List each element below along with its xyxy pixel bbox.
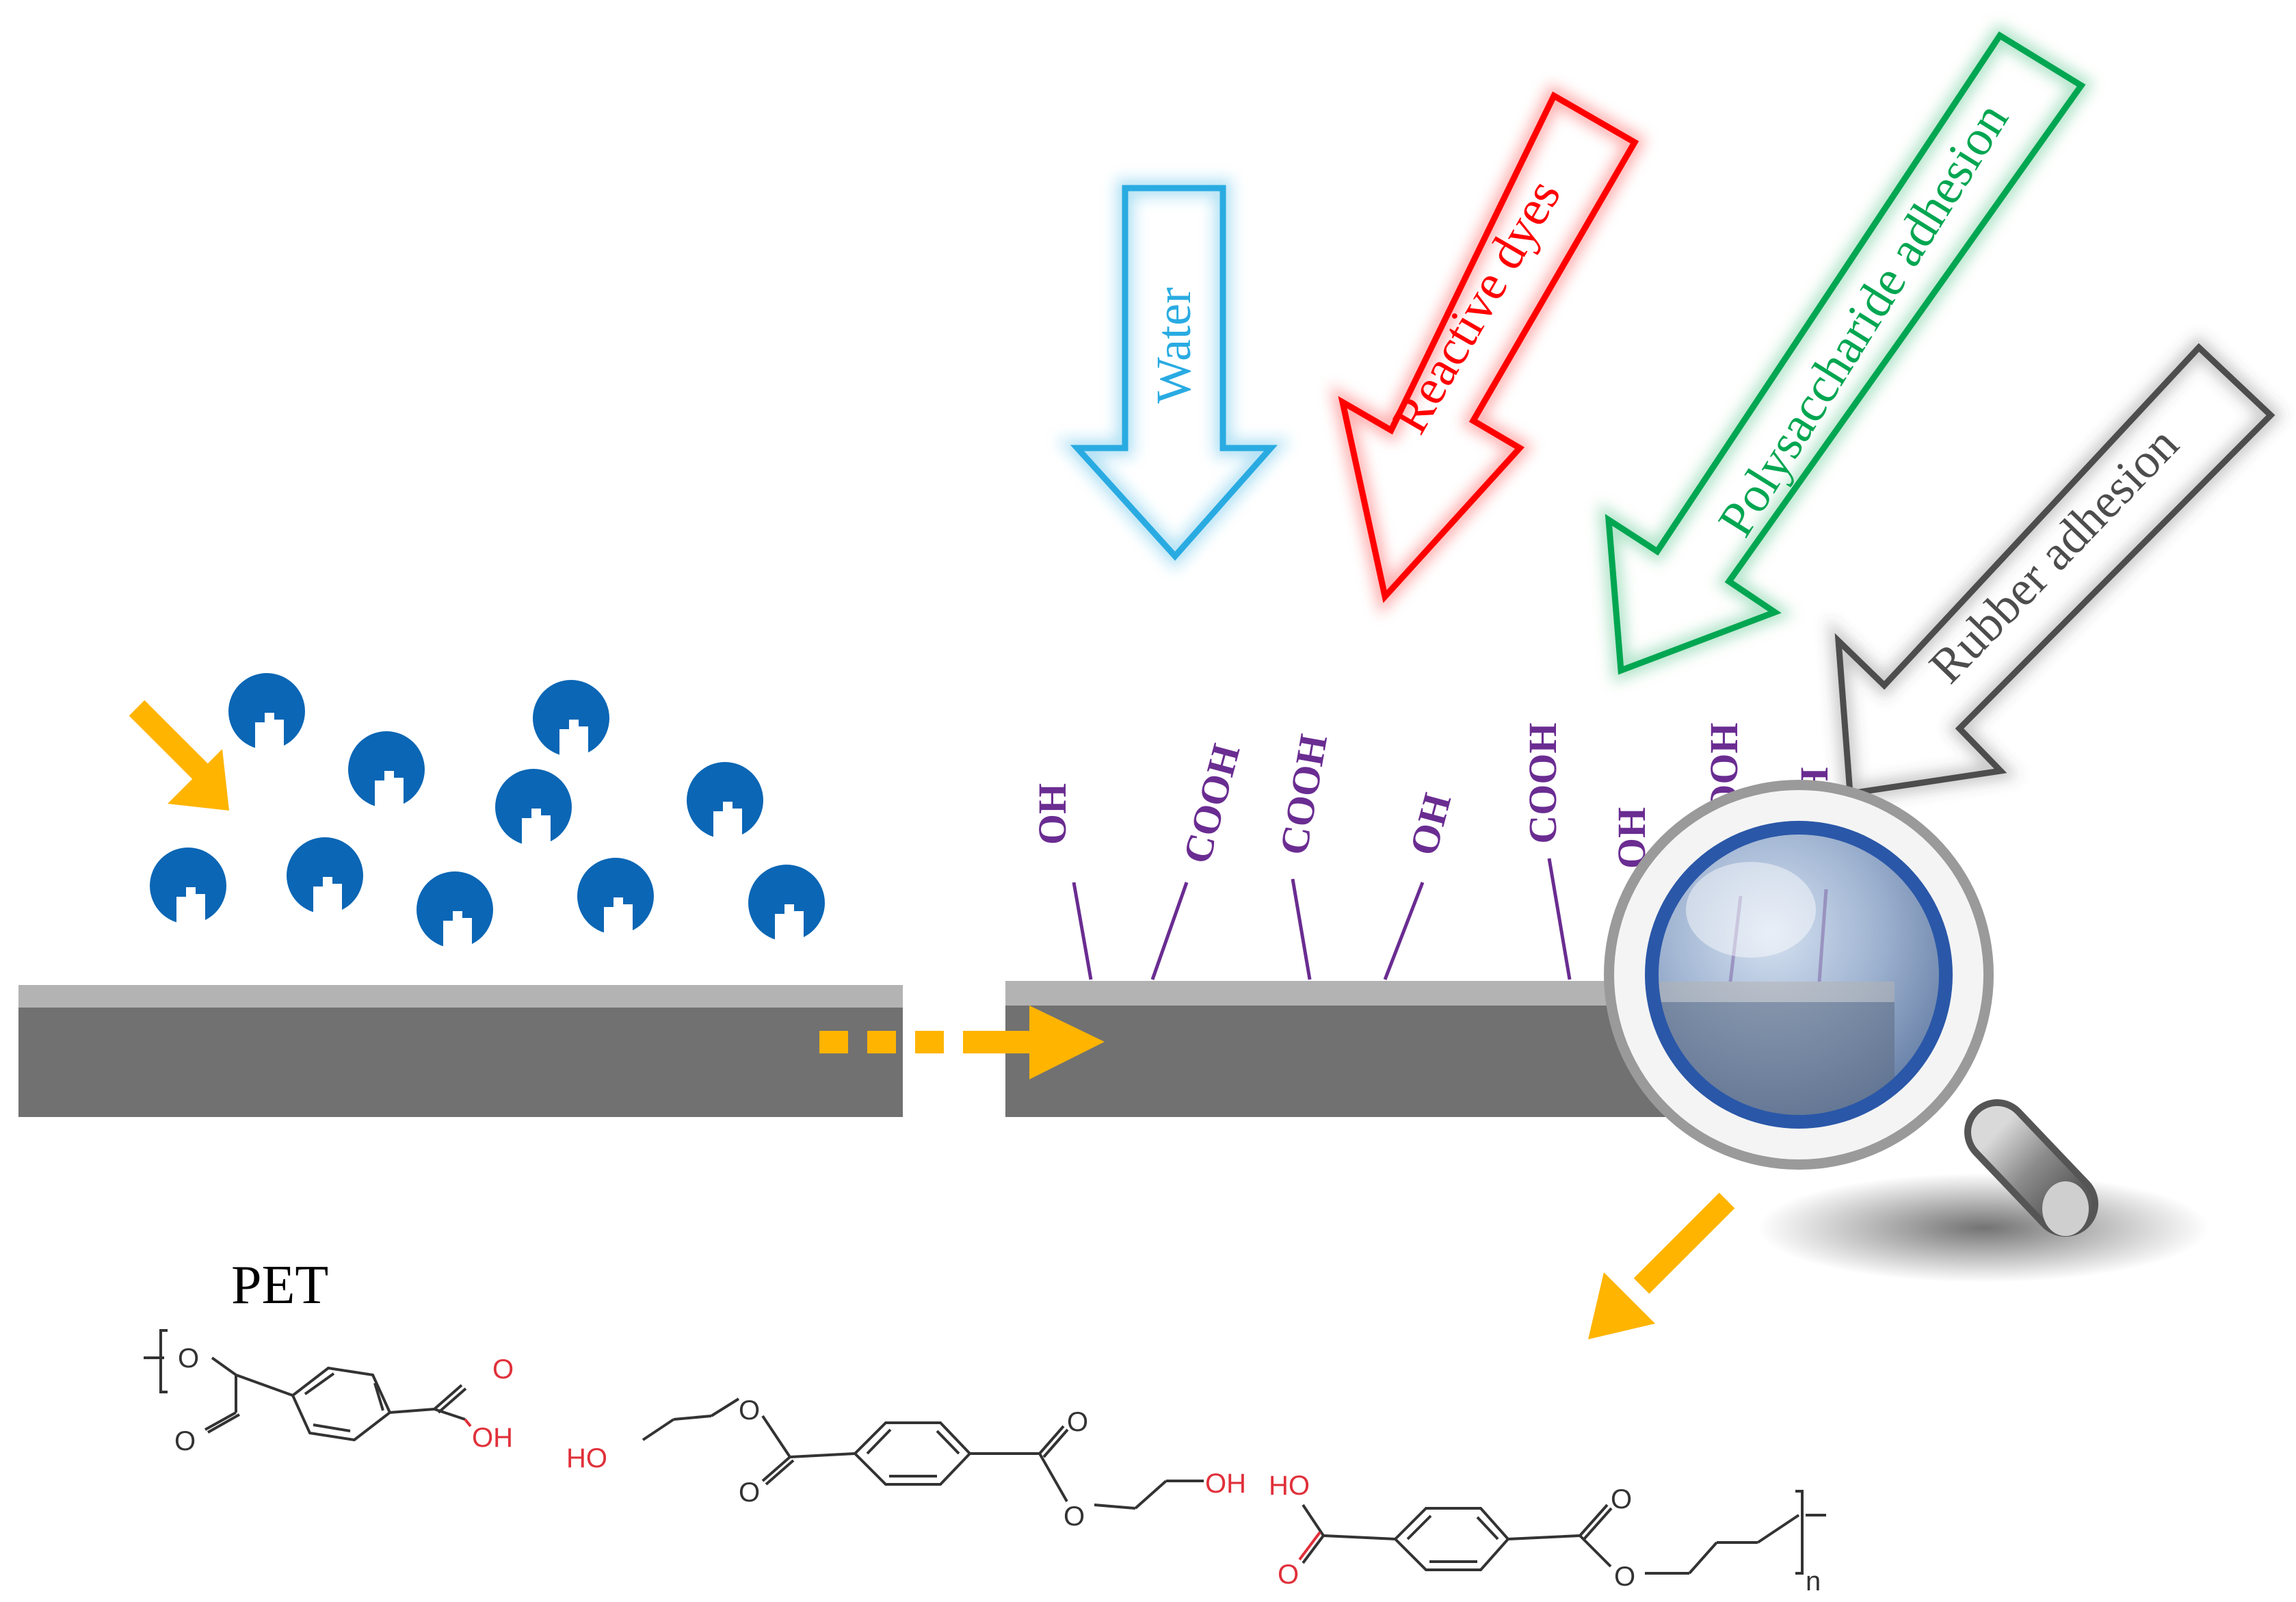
magnifier-icon: [1604, 780, 2209, 1283]
atom-ho: HO: [566, 1443, 607, 1473]
zoom-pointer-arrow: [1588, 1192, 1735, 1339]
reactive-dyes-arrow: Reactive dyes: [1330, 83, 1647, 616]
functional-group-label: OH: [1401, 789, 1460, 860]
enzyme-particle: [348, 731, 425, 809]
functional-group: COOH: [1520, 722, 1572, 980]
polysaccharide-adhesion-label: Polysaccharide adhesion: [1708, 93, 2020, 546]
enzyme-particle: [687, 762, 763, 840]
enzyme-particle: [748, 865, 825, 943]
pet-atom-labels: O O O OH HO O O O O OH HO O O O n: [174, 1343, 1821, 1597]
polymer-label: PET: [231, 1255, 328, 1315]
water-label: Water: [1146, 287, 1201, 404]
atom-oh: OH: [472, 1423, 513, 1453]
atom-o: O: [178, 1343, 199, 1374]
atom-o: O: [1611, 1484, 1632, 1514]
functional-group: OH: [1383, 789, 1460, 980]
atom-o: O: [492, 1354, 514, 1384]
functional-group: COOH: [1150, 739, 1249, 980]
enzyme-particle: [417, 871, 493, 949]
functional-group-label: COOH: [1271, 731, 1336, 858]
functional-group: COOH: [1271, 731, 1336, 980]
enzyme-particle: [228, 673, 305, 751]
atom-ho: HO: [1269, 1471, 1310, 1501]
atom-o: O: [739, 1395, 760, 1426]
transition-arrow: [819, 1006, 1105, 1079]
water-arrow: Water: [1057, 179, 1291, 570]
rubber-adhesion-label: Rubber adhesion: [1918, 417, 2189, 694]
atom-oh: OH: [1205, 1469, 1246, 1499]
atom-o: O: [739, 1478, 760, 1508]
atom-o: O: [1064, 1501, 1085, 1532]
atom-o: O: [1614, 1562, 1635, 1592]
functional-group-label: COOH: [1174, 739, 1249, 868]
substrate-left: [18, 985, 903, 1117]
atom-o: O: [1067, 1407, 1088, 1437]
enzyme-particle: [287, 837, 363, 915]
functional-group: OH: [1030, 783, 1093, 980]
enzyme-particles: [150, 673, 825, 949]
enzyme-pointer-arrow: [129, 700, 229, 811]
atom-o: O: [174, 1426, 196, 1456]
enzyme-particle: [577, 858, 654, 936]
enzyme-particle: [150, 848, 226, 925]
functional-group-label: COOH: [1520, 722, 1565, 843]
enzyme-particle: [533, 680, 609, 758]
functional-group-label: OH: [1030, 783, 1074, 845]
rubber-adhesion-arrow: Rubber adhesion: [1827, 334, 2284, 804]
pet-structure: [144, 1329, 1826, 1575]
repeat-subscript-n: n: [1806, 1566, 1821, 1597]
atom-o: O: [1278, 1560, 1299, 1590]
enzyme-particle: [495, 769, 572, 847]
